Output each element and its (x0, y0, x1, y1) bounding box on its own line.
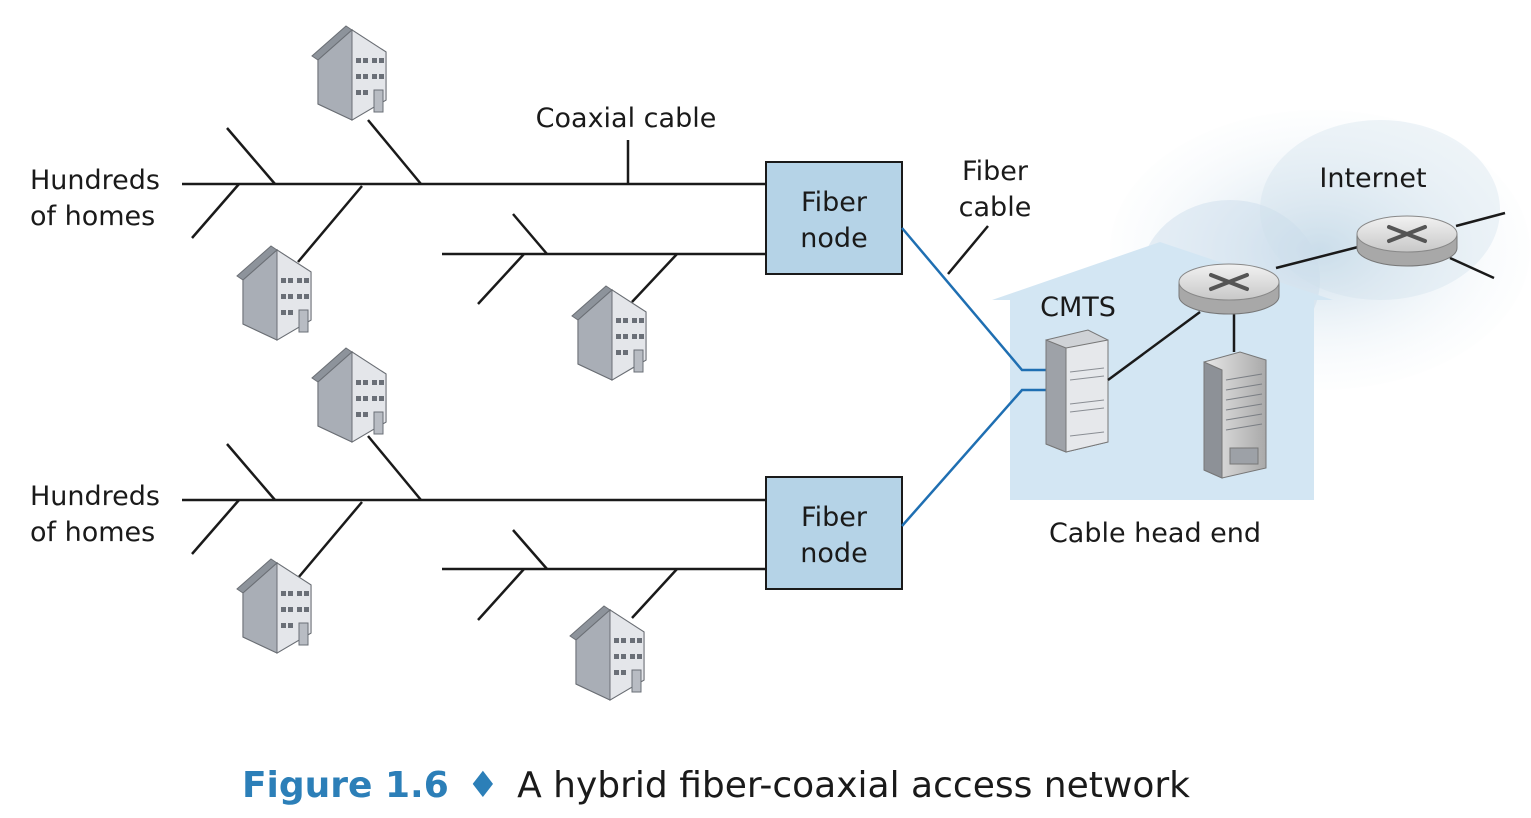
hundreds-top-line2: of homes (30, 201, 155, 232)
router-icon (1355, 214, 1459, 268)
hundreds-top-line1: Hundreds (30, 165, 160, 196)
router-icon (1177, 262, 1281, 316)
cable-head-end-label: Cable head end (1049, 518, 1261, 549)
fiber-node-bottom (765, 476, 903, 590)
fiber-node-top-line2: node (800, 223, 867, 254)
house-icon (569, 605, 645, 701)
coax-tree-top (182, 119, 766, 305)
cmts-icon (1045, 329, 1109, 453)
fiber-cable-leader (947, 225, 989, 275)
fiber-node-top (765, 161, 903, 275)
fiber-node-bottom-line2: node (800, 538, 867, 569)
house-icon (236, 558, 312, 654)
hundreds-bottom-line2: of homes (30, 517, 155, 548)
caption-separator: ♦ (467, 765, 499, 806)
fiber-cable-bottom (901, 388, 1048, 527)
fiber-cable-label-line1: Fiber (962, 156, 1029, 187)
hundreds-bottom-line1: Hundreds (30, 481, 160, 512)
cmts-router-link (1107, 310, 1201, 382)
fiber-node-top-line1: Fiber (801, 187, 868, 218)
house-icon (311, 25, 387, 121)
fiber-cable-label-line2: cable (959, 192, 1032, 223)
house-icon (311, 347, 387, 443)
fiber-cable-top (901, 227, 1048, 372)
router-router-link (1275, 244, 1363, 270)
server-icon (1203, 351, 1267, 479)
caption-number: Figure 1.6 (242, 765, 449, 806)
internet-link-2 (1449, 256, 1495, 280)
caption-text: A hybrid fiber-coaxial access network (517, 765, 1190, 806)
coax-tree-bottom (182, 435, 766, 621)
fiber-node-bottom-line1: Fiber (801, 502, 868, 533)
cmts-label: CMTS (1040, 292, 1116, 323)
internet-link-1 (1455, 211, 1506, 228)
coaxial-cable-label: Coaxial cable (536, 103, 717, 134)
internet-label: Internet (1319, 163, 1426, 194)
figure-caption: Figure 1.6 ♦ A hybrid fiber-coaxial acce… (242, 765, 1190, 806)
